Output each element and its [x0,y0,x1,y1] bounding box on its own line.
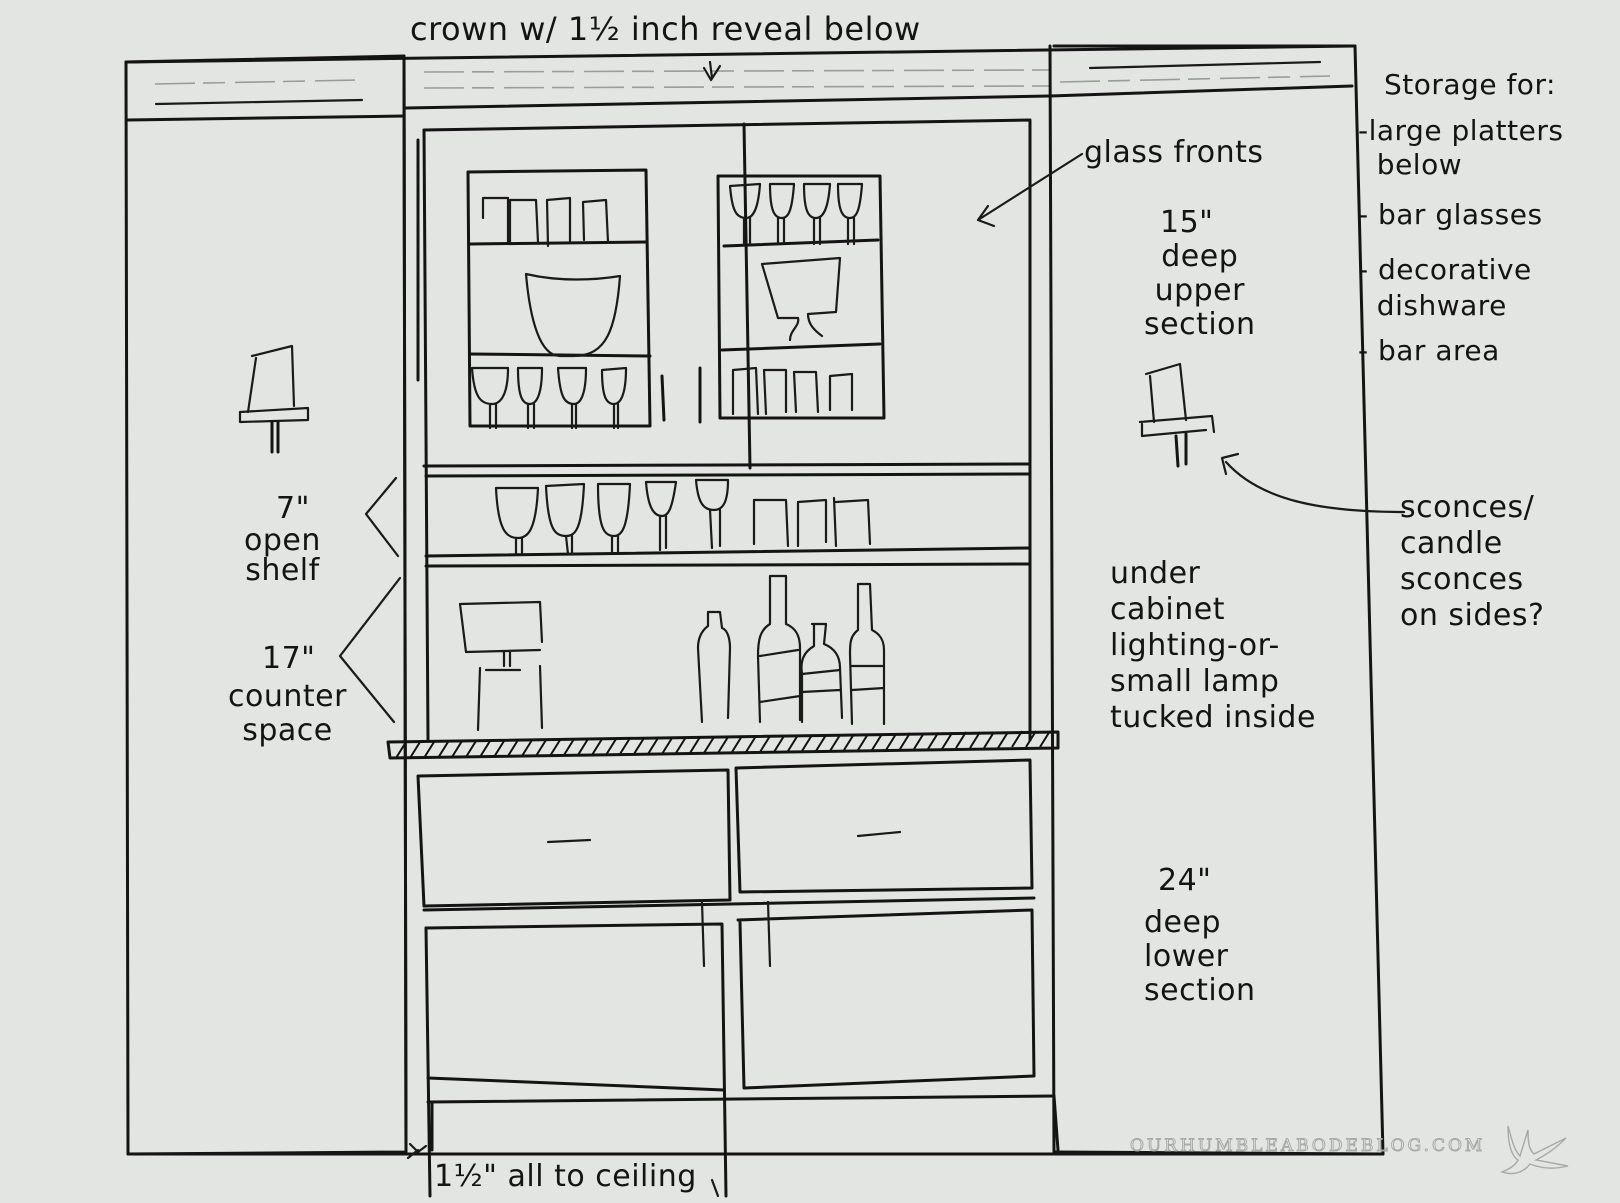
counter-size: 17" [262,641,316,676]
upper-section-annotation: deep upper section [1144,239,1256,342]
upper-glass-doors [466,122,886,470]
open-shelf-annotation: open shelf [244,523,321,588]
under-cabinet-annotation: under cabinet lighting-or- small lamp tu… [1110,556,1316,735]
lower-depth-annotation: 24" [1158,863,1212,898]
crown-molding [124,44,1357,110]
crown-annotation: crown w/ 1½ inch reveal below [410,10,921,48]
sconces-annotation: sconces/ candle sconces on sides? [1400,490,1545,633]
left-sconce-icon [238,344,310,454]
crown-arrow-icon [702,60,722,82]
counter-annotation: counter space [228,679,347,748]
ceiling-arrow-icon [406,1142,428,1160]
storage-item-platters: -large platters below [1358,114,1564,181]
upper-depth-annotation: 15" [1160,205,1214,240]
left-side-panel [124,54,408,1156]
drawer-pull-right [856,830,902,838]
shelf-brackets [338,476,402,724]
storage-item-bar-glasses: - bar glasses [1358,198,1543,231]
door-handle-right [766,900,772,968]
glass-fronts-annotation: glass fronts [1084,135,1264,170]
open-shelf-size: 7" [276,491,310,526]
storage-item-dishware: - decorative dishware [1358,253,1532,322]
lower-section-annotation: deep lower section [1144,905,1256,1008]
open-shelf [422,462,1032,568]
countertop [386,730,1060,760]
counter-section [458,574,886,732]
glass-fronts-arrow-icon [976,152,1084,228]
watermark-text: OURHUMBLEABODEBLOG.COM [1129,1136,1486,1157]
ceiling-annotation: 1½" all to ceiling [434,1159,697,1194]
sconce-arrow-icon [1220,452,1406,514]
lower-cabinet [126,758,1385,1198]
storage-item-bar-area: - bar area [1358,334,1500,367]
center-cabinet-frame [402,44,1056,1154]
drawer-pull-left [546,838,592,844]
ceiling-pointer-line [710,1178,720,1198]
door-handle-left [700,900,706,968]
swallow-bird-icon [1499,1125,1569,1175]
right-sconce-icon [1138,362,1216,468]
storage-heading: Storage for: [1384,68,1556,101]
